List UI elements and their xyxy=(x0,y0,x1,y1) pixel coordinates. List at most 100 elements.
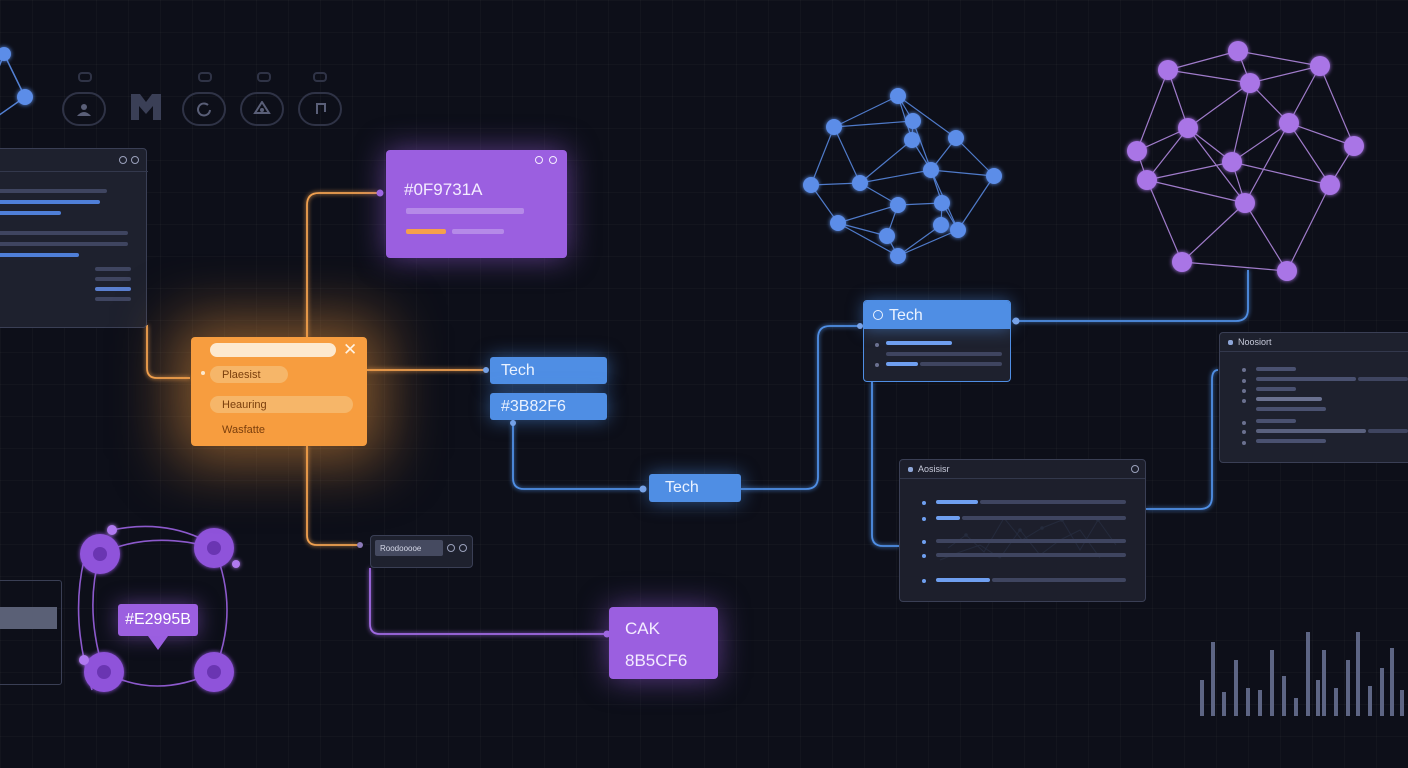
node-hex-purple[interactable]: #E2995B xyxy=(118,604,198,636)
menu-search-input[interactable] xyxy=(210,343,336,357)
row-bar xyxy=(980,500,1126,504)
node-tech-lower[interactable]: Tech xyxy=(649,474,741,502)
merge-icon[interactable] xyxy=(128,90,164,124)
row-icon xyxy=(922,540,926,544)
analytics-panel-title: Aosisisr xyxy=(918,464,950,474)
row-bar xyxy=(886,341,952,345)
node-cak-card[interactable]: CAK 8B5CF6 xyxy=(609,607,718,679)
bar-chart-bar xyxy=(1368,686,1372,716)
row-bar xyxy=(1256,397,1322,401)
content-bar xyxy=(452,229,504,234)
tech-header-panel[interactable]: Tech xyxy=(863,300,1011,382)
row-bar xyxy=(0,242,128,246)
tab-mini-icon xyxy=(198,72,212,82)
network-purple-edge xyxy=(1136,69,1169,152)
node-card-purple[interactable]: #0F9731A xyxy=(386,150,567,258)
refresh-icon[interactable] xyxy=(182,92,226,126)
row-bar xyxy=(936,539,1126,543)
menu-item-1[interactable]: Plaesist xyxy=(210,366,288,383)
bar-chart-bar xyxy=(1306,632,1310,716)
card-control-icon[interactable] xyxy=(535,156,543,164)
music-icon[interactable] xyxy=(298,92,342,126)
menu-item-2[interactable]: Heauring xyxy=(210,396,353,413)
row-bar xyxy=(886,362,918,366)
panel-control-icon[interactable] xyxy=(131,156,139,164)
connector-dots xyxy=(357,189,1020,638)
node-small-panel[interactable]: Roodooooe xyxy=(370,535,473,568)
menu-item-3[interactable]: Wasfatte xyxy=(222,424,265,436)
close-icon[interactable]: ✕ xyxy=(343,340,358,359)
row-icon xyxy=(922,579,926,583)
mask-icon[interactable] xyxy=(240,92,284,126)
network-blue-edge xyxy=(810,126,835,186)
bar-chart-bar xyxy=(1246,688,1250,716)
network-blue-edge xyxy=(957,175,995,231)
row-bar xyxy=(0,211,61,215)
orange-wires xyxy=(146,192,486,546)
node-tech[interactable]: Tech xyxy=(490,357,607,384)
bullet-icon xyxy=(1242,389,1246,393)
bar-chart-bar xyxy=(1346,660,1350,716)
panel-status-icon xyxy=(1228,340,1233,345)
row-bar xyxy=(95,297,131,301)
network-blue-edge xyxy=(837,222,899,257)
network-blue-node xyxy=(830,215,846,231)
row-bar xyxy=(886,352,1002,356)
network-purple-edge xyxy=(1319,65,1355,147)
panel-control-icon[interactable] xyxy=(459,544,467,552)
network-purple-node xyxy=(1228,41,1248,61)
bullet-icon xyxy=(201,371,205,375)
network-blue-node xyxy=(923,162,939,178)
network-purple-node xyxy=(1277,261,1297,281)
row-icon xyxy=(922,554,926,558)
network-purple-edge xyxy=(1231,82,1251,163)
network-purple-edge xyxy=(1288,65,1321,124)
row-bar xyxy=(1256,387,1296,391)
panel-control-icon[interactable] xyxy=(119,156,127,164)
network-purple-edge xyxy=(1181,261,1288,272)
row-bar xyxy=(0,200,100,204)
network-purple-edge xyxy=(1167,69,1189,129)
partial-panel xyxy=(0,580,62,685)
bullet-icon xyxy=(1242,421,1246,425)
row-bar xyxy=(1256,429,1366,433)
row-bar xyxy=(1358,377,1408,381)
network-purple-node xyxy=(1320,175,1340,195)
bar-chart-bar xyxy=(1316,680,1320,716)
node-title: #0F9731A xyxy=(404,180,483,199)
network-purple-edge xyxy=(1167,69,1251,84)
right-list-panel[interactable]: Noosiort xyxy=(1219,332,1408,463)
network-purple-node xyxy=(1137,170,1157,190)
network-purple-node xyxy=(1240,73,1260,93)
row-bar xyxy=(936,578,990,582)
row-bar xyxy=(962,516,1126,520)
network-blue-edge xyxy=(833,95,899,128)
panel-control-icon[interactable] xyxy=(447,544,455,552)
row-bar xyxy=(1368,429,1408,433)
node-menu-orange[interactable]: ✕ Plaesist Heauring Wasfatte xyxy=(191,337,367,446)
panel-control-icon[interactable] xyxy=(1131,465,1139,473)
row-bar xyxy=(936,553,1126,557)
network-blue-node xyxy=(890,248,906,264)
network-blue-node xyxy=(905,113,921,129)
network-blue-node xyxy=(904,132,920,148)
user-avatar-icon[interactable] xyxy=(62,92,106,126)
network-purple-edge xyxy=(1288,122,1355,147)
network-purple-edge xyxy=(1181,202,1246,263)
network-purple-edge xyxy=(1244,202,1288,272)
node-hex-blue[interactable]: #3B82F6 xyxy=(490,393,607,420)
row-bar xyxy=(1256,419,1296,423)
bar-chart-bar xyxy=(1211,642,1215,716)
activity-bar-chart xyxy=(1200,632,1404,716)
network-purple-node xyxy=(1310,56,1330,76)
left-data-panel[interactable] xyxy=(0,148,148,328)
bullet-icon xyxy=(1242,441,1246,445)
bar-chart-bar xyxy=(1270,650,1274,716)
card-control-icon[interactable] xyxy=(549,156,557,164)
network-blue-node xyxy=(890,197,906,213)
network-purple-edge xyxy=(1237,50,1321,67)
network-blue-edge xyxy=(897,224,942,257)
network-purple-edge xyxy=(1286,184,1331,272)
analytics-panel[interactable]: Aosisisr xyxy=(899,459,1146,602)
